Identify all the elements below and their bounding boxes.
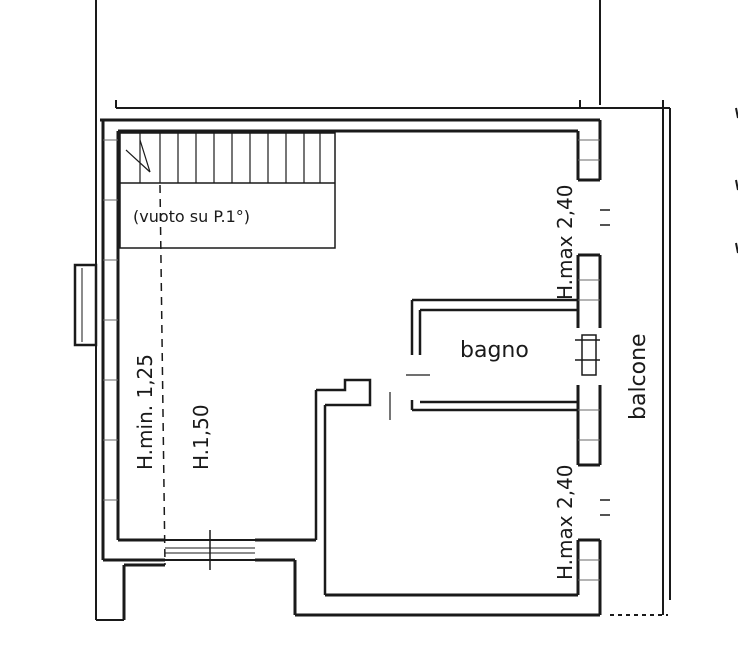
staircase [119, 132, 336, 249]
inner-partitions [314, 298, 578, 595]
height-min-label: H.min. 1,25 [133, 354, 157, 470]
balcony-outline [610, 108, 671, 616]
bottom-door [165, 530, 255, 570]
height-max-lower-label: H.max 2,40 [553, 464, 577, 580]
balcony-label: balcone [626, 333, 651, 420]
bathroom-label: bagno [460, 338, 529, 363]
height-max-upper-label: H.max 2,40 [553, 184, 577, 300]
left-window-box [73, 263, 98, 347]
height-center-label: H.1,50 [189, 404, 213, 470]
right-openings [575, 209, 610, 516]
stair-void-label: (vuoto su P.1°) [133, 207, 250, 226]
outer-boundary [95, 0, 670, 621]
exterior-walls [100, 118, 602, 620]
wall-hatch [103, 139, 600, 581]
ridge-dashed-line [159, 184, 166, 566]
